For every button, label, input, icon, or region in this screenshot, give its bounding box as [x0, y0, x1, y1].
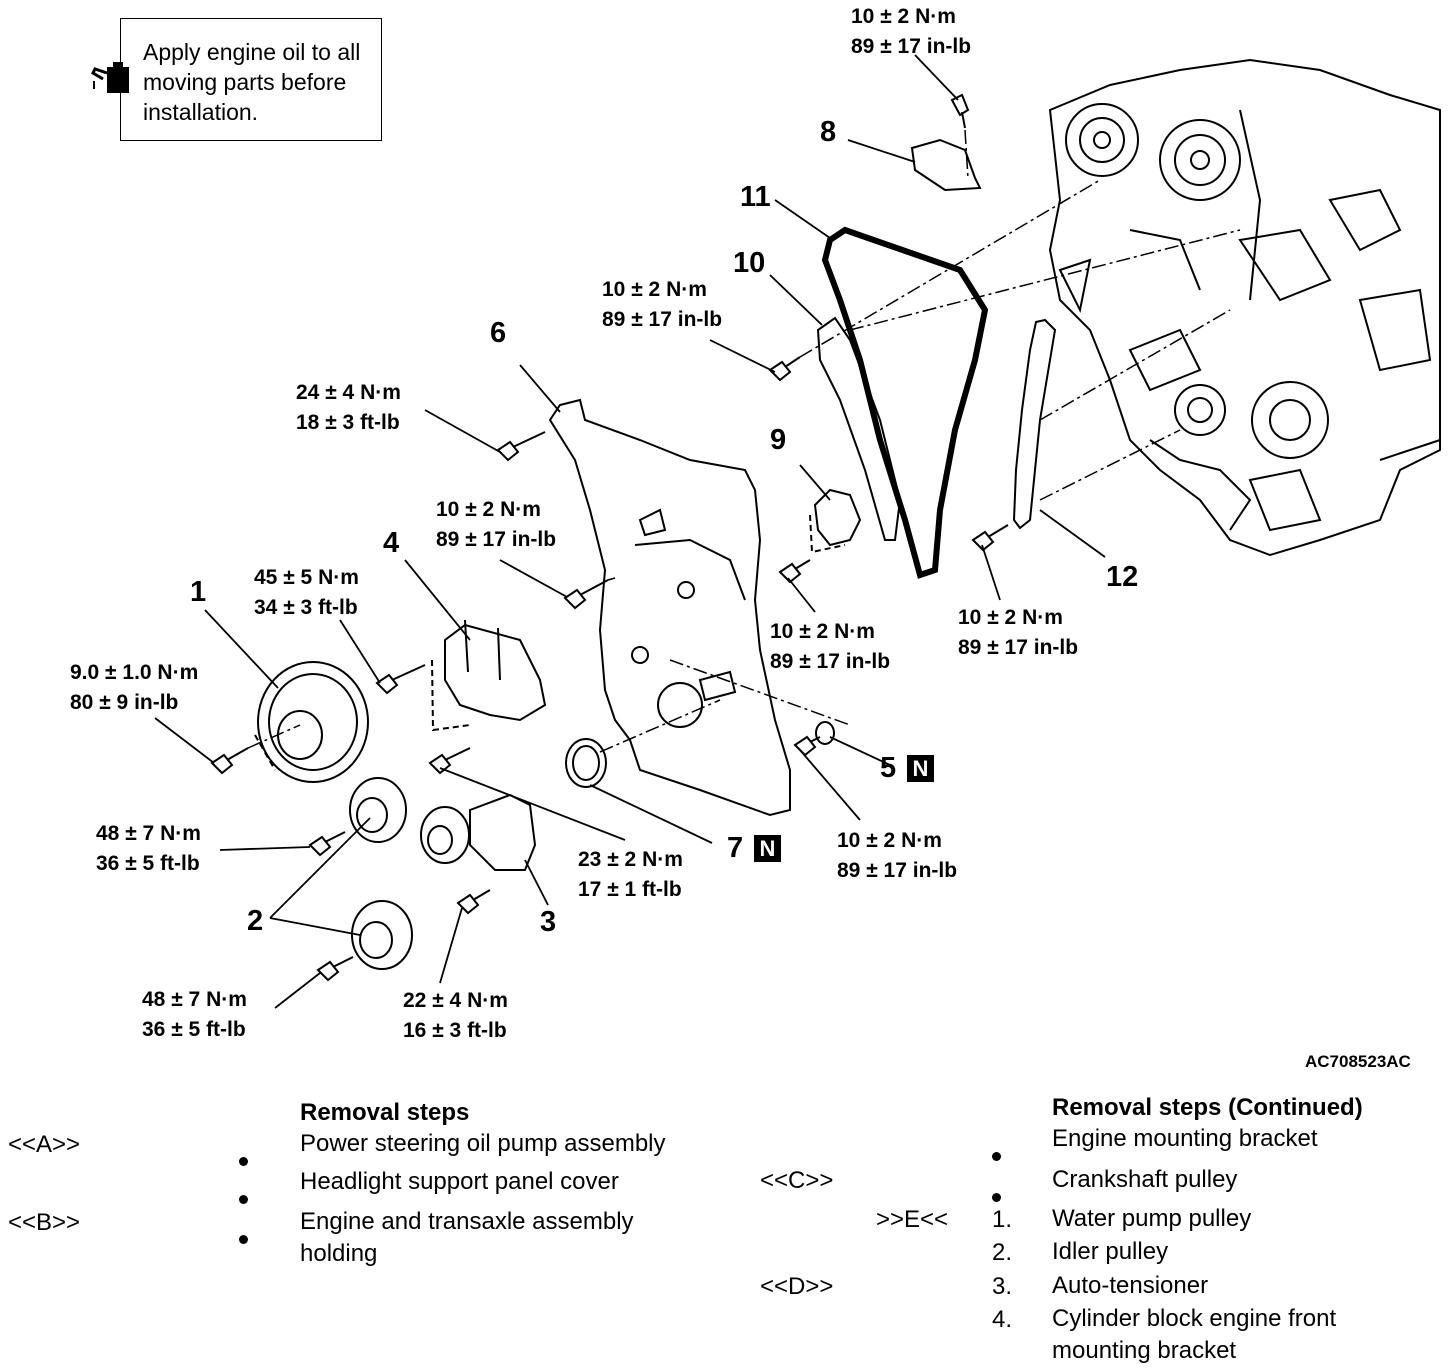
- step-ref: >>E<<: [876, 1206, 949, 1233]
- torque-label: 10 ± 2 N·m 89 ± 17 in-lb: [837, 829, 958, 882]
- timing-chain-case-6: [548, 398, 791, 817]
- part-number-2: 2: [247, 905, 264, 937]
- torque-label: 22 ± 4 N·m 16 ± 3 ft-lb: [403, 989, 508, 1042]
- step-row: <<A>> Power steering oil pump assembly: [0, 1130, 740, 1167]
- torque-label: 10 ± 2 N·m 89 ± 17 in-lb: [602, 278, 723, 331]
- bullet-icon: [992, 1193, 1001, 1202]
- bullet-icon: [239, 1195, 248, 1204]
- chain-tensioner-9: [813, 488, 862, 547]
- step-row: <<D>> 3. Auto-tensioner: [740, 1272, 1456, 1305]
- timing-chain-11: [821, 226, 989, 579]
- part-number-1: 1: [190, 576, 207, 608]
- step-number: 4.: [992, 1306, 1013, 1333]
- step-text: Crankshaft pulley: [1052, 1166, 1238, 1193]
- engine-mounting-bracket-4: [444, 623, 547, 722]
- torque-label: 10 ± 2 N·m 89 ± 17 in-lb: [436, 498, 557, 551]
- torque-label: 10 ± 2 N·m 89 ± 17 in-lb: [770, 620, 891, 673]
- torque-label: 10 ± 2 N·m 89 ± 17 in-lb: [958, 606, 1079, 659]
- removal-steps-left: Removal steps <<A>> Power steering oil p…: [0, 1095, 740, 1295]
- step-text: Auto-tensioner: [1052, 1272, 1209, 1299]
- removal-steps-right: Removal steps (Continued) Engine mountin…: [740, 1090, 1456, 1370]
- bracket-8: [910, 138, 982, 192]
- idler-pulley-2a: [349, 777, 407, 843]
- torque-label: 24 ± 4 N·m 18 ± 3 ft-lb: [296, 381, 401, 434]
- figure-code: AC708523AC: [1305, 1052, 1411, 1071]
- alignment-lines: [247, 129, 1241, 753]
- torque-label: 48 ± 7 N·m 36 ± 5 ft-lb: [96, 822, 201, 875]
- timing-chain-guide-12: [1012, 318, 1057, 530]
- torque-label: 23 ± 2 N·m 17 ± 1 ft-lb: [578, 848, 683, 901]
- crankshaft-pulley-1: [257, 661, 369, 783]
- part-number-5: 5: [880, 752, 897, 784]
- torque-label: 48 ± 7 N·m 36 ± 5 ft-lb: [142, 988, 247, 1041]
- bullet-icon: [239, 1235, 248, 1244]
- part-number-8: 8: [820, 116, 837, 148]
- bullet-icon: [992, 1152, 1001, 1161]
- part-number-7: 7: [727, 832, 744, 864]
- step-row: Engine mounting bracket: [740, 1125, 1456, 1161]
- bullet-icon: [239, 1157, 248, 1166]
- part-number-12: 12: [1106, 561, 1139, 593]
- step-row: <<B>> Engine and transaxle assembly hold…: [0, 1208, 740, 1279]
- step-ref: <<D>>: [760, 1273, 834, 1300]
- oil-note-text: Apply engine oil to all moving parts bef…: [143, 39, 361, 125]
- step-text: Headlight support panel cover: [300, 1168, 619, 1195]
- oil-seal-7: [565, 738, 607, 788]
- oil-note-box: Apply engine oil to all moving parts bef…: [91, 18, 382, 141]
- part-number-4: 4: [383, 527, 400, 559]
- step-text: Idler pulley: [1052, 1238, 1169, 1265]
- new-part-badge: N: [754, 835, 781, 862]
- step-row: >>E<< 1. Water pump pulley: [740, 1205, 1456, 1238]
- oil-can-icon: [91, 62, 129, 93]
- leader-lines: [154, 54, 1106, 1009]
- torque-label: 9.0 ± 1.0 N·m 80 ± 9 in-lb: [70, 661, 199, 714]
- step-row: <<C>> Crankshaft pulley: [740, 1166, 1456, 1202]
- step-number: 1.: [992, 1206, 1013, 1233]
- step-ref: <<A>>: [8, 1131, 81, 1158]
- step-row: Headlight support panel cover: [0, 1168, 740, 1205]
- step-text: Water pump pulley: [1052, 1205, 1252, 1232]
- torque-label: 45 ± 5 N·m 34 ± 3 ft-lb: [254, 566, 359, 619]
- step-text: Engine mounting bracket: [1052, 1125, 1318, 1152]
- engine-block: [1048, 58, 1441, 557]
- part-number-9: 9: [770, 424, 787, 456]
- step-number: 3.: [992, 1273, 1013, 1300]
- step-number: 2.: [992, 1239, 1013, 1266]
- step-text: Power steering oil pump assembly: [300, 1130, 666, 1157]
- steps-header: Removal steps (Continued): [1052, 1094, 1363, 1121]
- tensioner-lever-10: [816, 316, 902, 541]
- torque-label: 10 ± 2 N·m 89 ± 17 in-lb: [851, 5, 972, 58]
- step-text: Engine and transaxle assembly holding: [300, 1208, 634, 1267]
- part-number-11: 11: [740, 181, 771, 213]
- auto-tensioner-3: [469, 793, 537, 871]
- step-ref: <<C>>: [760, 1167, 834, 1194]
- step-text: Cylinder block engine front mounting bra…: [1052, 1305, 1337, 1364]
- step-ref: <<B>>: [8, 1209, 81, 1236]
- step-row: 2. Idler pulley: [740, 1238, 1456, 1271]
- idler-pulley-2b: [351, 900, 413, 970]
- step-row: 4. Cylinder block engine front mounting …: [740, 1305, 1456, 1370]
- new-part-badge: N: [907, 755, 934, 782]
- steps-header: Removal steps: [300, 1099, 470, 1126]
- part-number-3: 3: [540, 906, 557, 938]
- part-number-10: 10: [733, 247, 766, 279]
- seal-5: [815, 721, 835, 745]
- part-number-6: 6: [490, 317, 507, 349]
